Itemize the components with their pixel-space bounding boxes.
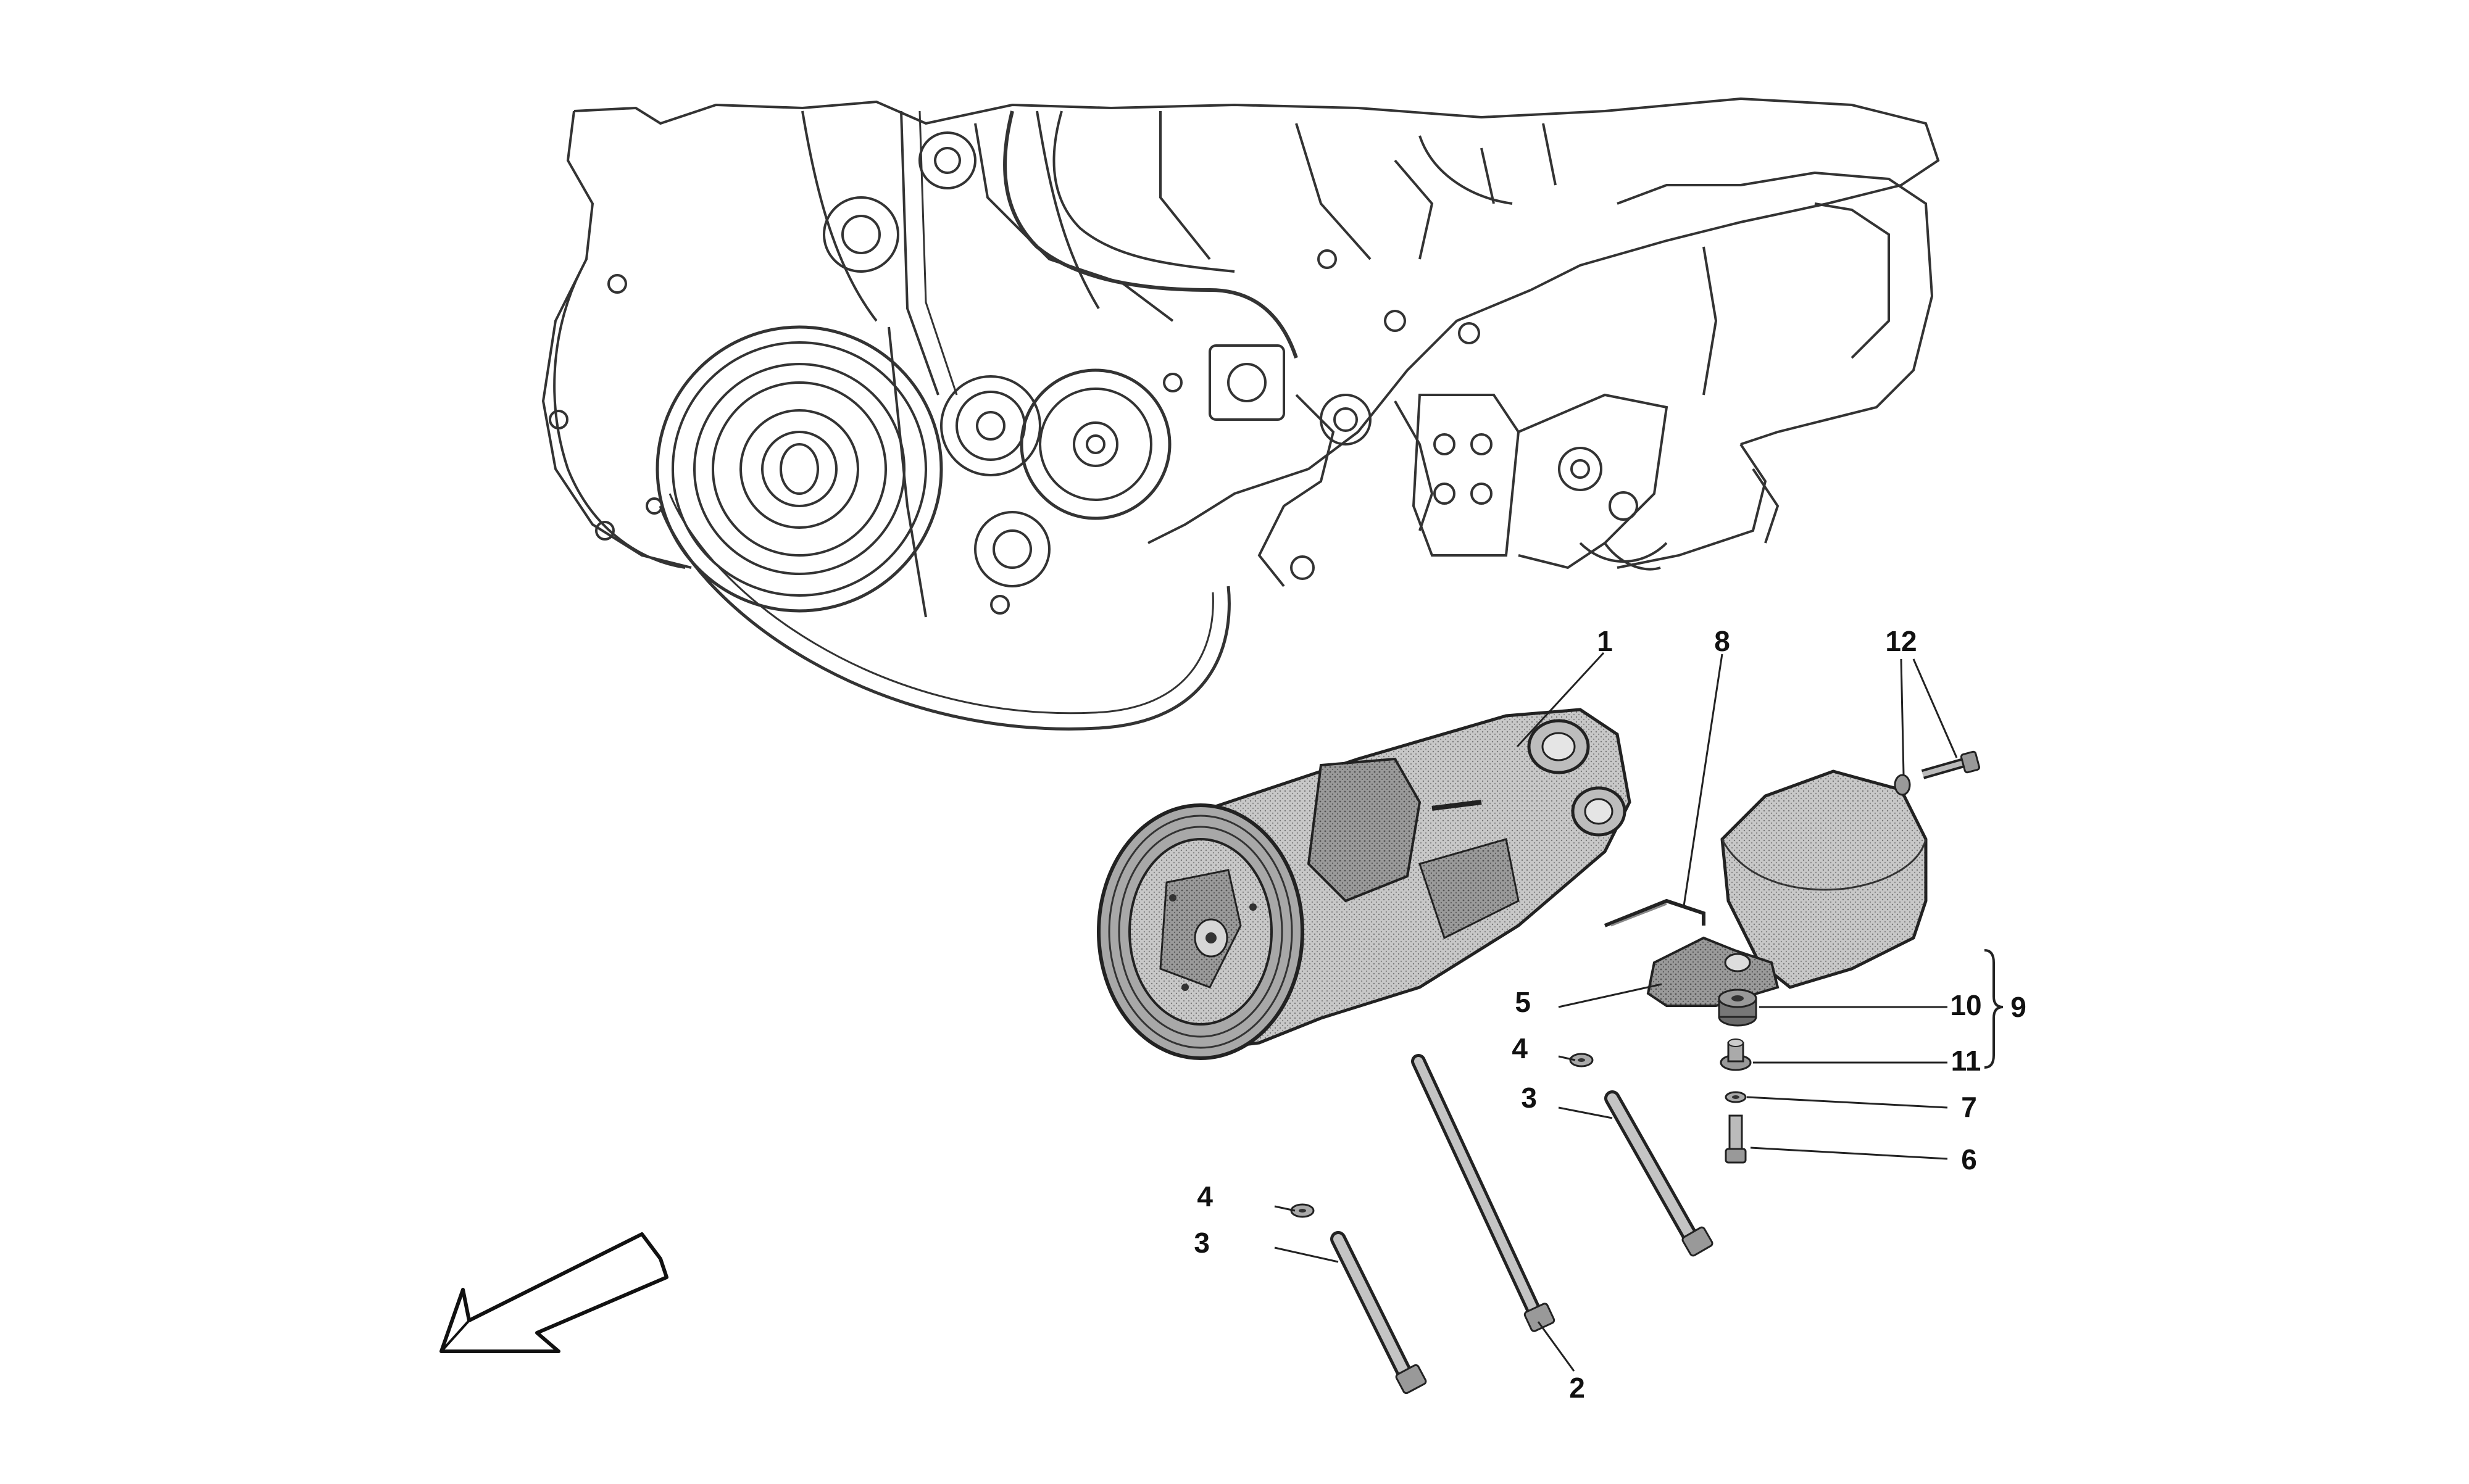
bolt-3-lower: [1330, 1231, 1427, 1395]
washer-4-upper: [1569, 1053, 1594, 1067]
ac-compressor: [1097, 708, 1631, 1060]
bolt-3-upper: [1604, 1090, 1713, 1257]
bolt-6: [1725, 1114, 1747, 1164]
callout-5: 5: [1515, 986, 1531, 1018]
callout-10: 10: [1950, 989, 1981, 1021]
spacer-11: [1720, 1038, 1752, 1071]
callout-labels: 1 2 3 3 4 4 5 6 7 8 9 10 11 12: [1194, 625, 2026, 1404]
callout-2: 2: [1569, 1372, 1585, 1404]
mounting-bracket: [1604, 898, 1780, 1007]
heat-shield: [1720, 769, 1928, 989]
front-direction-arrow-icon: [439, 1232, 668, 1353]
callout-4-upper: 4: [1512, 1032, 1528, 1064]
engine-assembly: [541, 97, 1940, 731]
callout-9: 9: [2010, 991, 2026, 1023]
callout-12: 12: [1885, 625, 1917, 657]
callout-4-lower: 4: [1197, 1180, 1213, 1212]
callout-8: 8: [1714, 625, 1730, 657]
callout-11: 11: [1951, 1045, 1981, 1077]
washer-4-lower: [1290, 1203, 1315, 1218]
washer-7: [1725, 1091, 1747, 1103]
long-bolt-2: [1411, 1054, 1555, 1332]
group-bracket-icon: [1984, 949, 2004, 1069]
callout-7: 7: [1961, 1091, 1977, 1123]
callout-1: 1: [1597, 625, 1613, 657]
callout-6: 6: [1961, 1143, 1977, 1175]
callout-3-lower: 3: [1194, 1227, 1210, 1259]
bolt-and-washer-12: [1894, 750, 1981, 796]
leader-lines: [1274, 652, 1958, 1372]
callout-3-upper: 3: [1521, 1082, 1537, 1114]
grommet-10: [1718, 989, 1757, 1027]
